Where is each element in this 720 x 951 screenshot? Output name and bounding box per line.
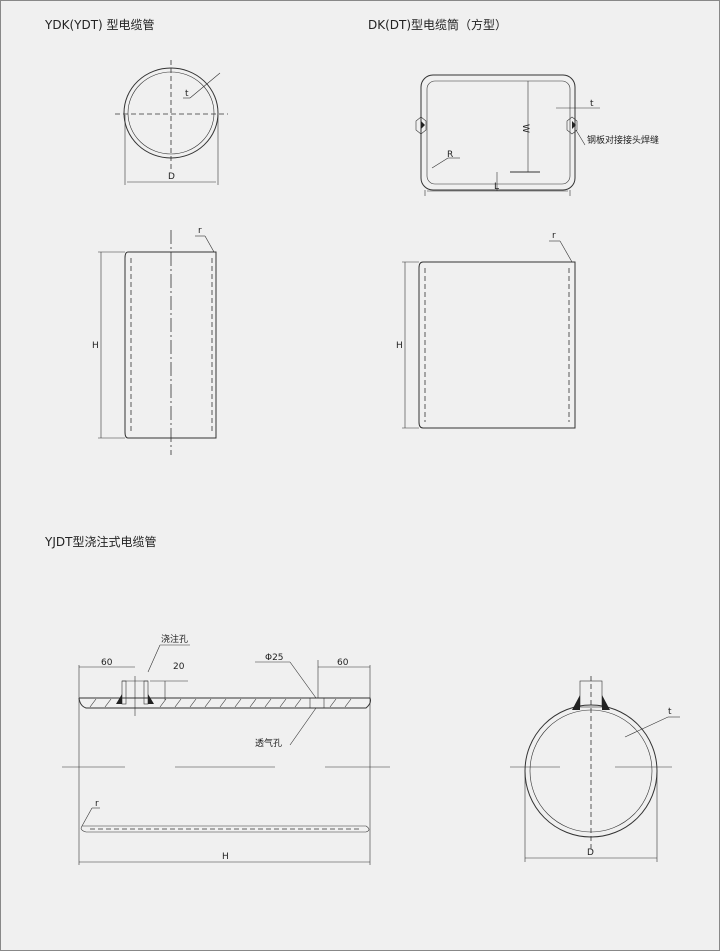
dim-60-left: 60 [101,658,113,668]
title-square-pipe: DK(DT)型电缆筒（方型） [368,17,507,32]
label-t-cast: t [668,707,672,717]
label-D-cast: D [587,848,594,858]
label-r-round: r [198,226,202,236]
label-W: W [520,124,530,133]
label-H-square: H [396,341,403,351]
label-H-cast: H [222,852,229,862]
label-H-round: H [92,341,99,351]
label-D-round: D [168,172,175,182]
title-round-pipe: YDK(YDT) 型电缆管 [44,17,155,32]
weld-note: 钢板对接接头焊缝 [587,134,659,146]
label-L: L [494,182,499,192]
label-t-round: t [185,89,189,99]
label-vent-hole: 透气孔 [255,737,282,749]
label-R: R [447,150,453,160]
title-cast-pipe: YJDT型浇注式电缆管 [44,534,156,549]
dim-phi25: Φ25 [265,653,284,663]
dim-20: 20 [173,662,185,672]
square-pipe-section: t W L R 钢板对接接头焊缝 [415,74,659,196]
round-pipe-section: t D [115,60,228,185]
label-r-square: r [552,231,556,241]
cast-pipe-side: r H 60 60 20 浇注孔 Φ25 透气孔 [62,633,390,865]
cast-pipe-section: D t [510,676,680,862]
dim-60-right: 60 [337,658,349,668]
label-r-cast: r [95,799,99,809]
label-t-square: t [590,99,594,109]
square-pipe-side: H r [396,231,576,429]
round-pipe-side: H r [92,226,217,455]
label-pour-hole: 浇注孔 [161,633,188,645]
